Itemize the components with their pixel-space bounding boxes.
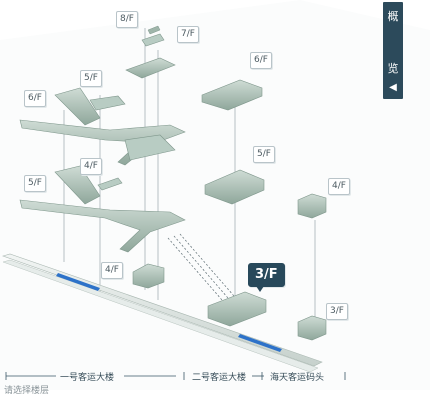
floor-button-t1-4f-upper[interactable]: 4/F	[80, 158, 102, 175]
connector-dotted	[167, 233, 235, 301]
floor-button-pier-4f[interactable]: 4/F	[328, 178, 350, 195]
pier-4f[interactable]	[297, 193, 327, 219]
floor-button-t1-5f-upper[interactable]: 5/F	[80, 70, 102, 87]
floor-button-t1-5f-lower[interactable]: 5/F	[24, 175, 46, 192]
floor-button-t1-7f[interactable]: 7/F	[177, 26, 199, 43]
floor-button-pier-3f[interactable]: 3/F	[326, 303, 348, 320]
floor-button-t1-8f[interactable]: 8/F	[116, 11, 138, 28]
terminal1-upper-level[interactable]	[19, 87, 186, 166]
terminal2-6f[interactable]	[201, 79, 263, 111]
floor-button-t2-6f[interactable]: 6/F	[250, 52, 272, 69]
terminal2-5f[interactable]	[204, 169, 265, 205]
terminal2-label[interactable]: 二号客运大楼	[192, 373, 247, 383]
floor-button-t2-3f-selected[interactable]: 3/F	[248, 263, 285, 292]
collapse-arrow-icon: ◀	[389, 82, 397, 93]
terminal1-lower-level[interactable]	[19, 165, 186, 253]
terminal1-label[interactable]: 一号客运大楼	[60, 373, 115, 383]
select-floor-hint: 请选择楼层	[4, 386, 50, 396]
terminal2-3f[interactable]	[207, 291, 267, 327]
overview-label-char1: 概	[387, 10, 399, 23]
overview-label-char2: 览	[387, 62, 399, 75]
bottom-timeline	[5, 372, 346, 380]
floor-button-t2-5f[interactable]: 5/F	[253, 146, 275, 163]
floor-button-t1-4f-lower[interactable]: 4/F	[101, 262, 123, 279]
floor-button-t1-6f[interactable]: 6/F	[24, 90, 46, 107]
terminal1-4f-block[interactable]	[132, 263, 165, 289]
railway	[2, 253, 323, 373]
overview-tab[interactable]: 概 览 ◀	[383, 2, 403, 99]
pier-label[interactable]: 海天客运码头	[270, 373, 325, 383]
pier-3f[interactable]	[297, 315, 327, 341]
terminal1-tower[interactable]	[125, 25, 176, 79]
